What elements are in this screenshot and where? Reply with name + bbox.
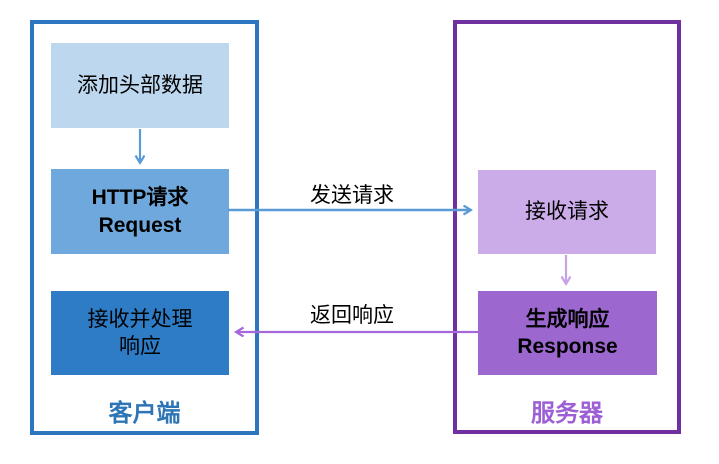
node-label: 添加头部数据: [77, 73, 203, 97]
node-label: 接收请求: [525, 200, 609, 224]
node-label-line1: 接收并处理: [87, 307, 193, 331]
node-label-line2: Request: [98, 213, 182, 237]
node-label-line1: HTTP请求: [91, 186, 189, 210]
node-http-request: HTTP请求 Request: [51, 169, 229, 254]
node-label-line2: Response: [517, 335, 618, 358]
node-label-line1: 生成响应: [525, 307, 610, 331]
node-receive-process-response: 接收并处理 响应: [51, 291, 229, 375]
send-request-arrow-label: 发送请求: [310, 184, 394, 207]
client-label: 客户端: [108, 400, 181, 427]
node-receive-request: 接收请求: [478, 170, 656, 254]
node-generate-response: 生成响应 Response: [478, 291, 657, 375]
return-response-arrow-label: 返回响应: [310, 304, 394, 327]
node-label-line2: 响应: [119, 335, 161, 358]
node-add-header-data: 添加头部数据: [51, 43, 229, 128]
server-label: 服务器: [531, 400, 603, 427]
